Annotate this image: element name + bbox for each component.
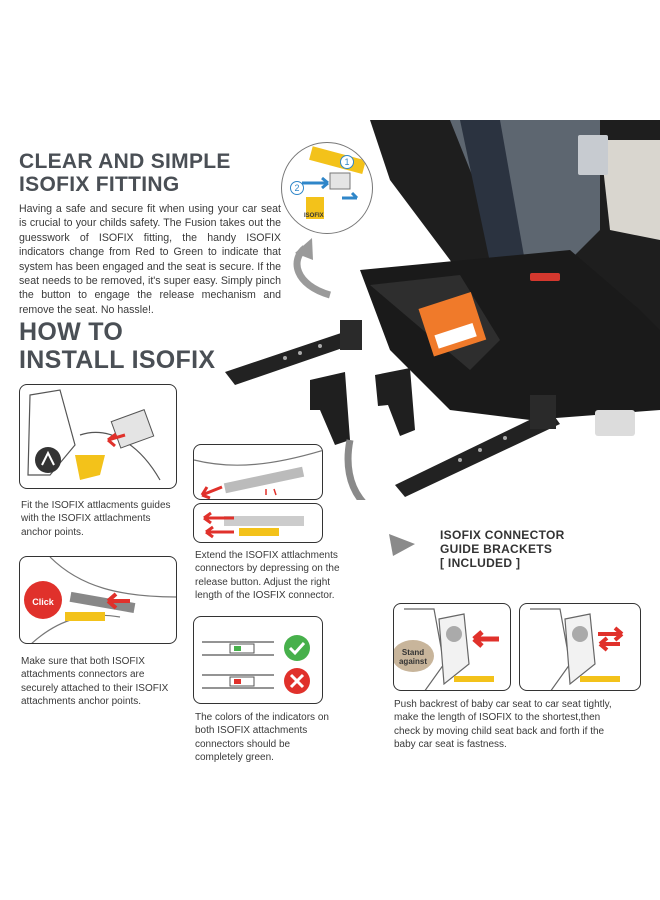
isofix-arm-left (225, 320, 362, 385)
isofix-badge-circle: 1 2 ISOFIX (281, 142, 373, 234)
step5-illustration-left (404, 608, 499, 690)
section1-body: Having a safe and secure fit when using … (19, 203, 281, 316)
seat-label-sticker (578, 135, 608, 175)
click-callout: Click (24, 581, 62, 619)
section2-title: HOW TO INSTALL ISOFIX (19, 318, 215, 374)
step1-caption: Fit the ISOFIX attlacments guides with t… (21, 500, 171, 538)
badge-number-2: 2 (290, 181, 304, 195)
guide-bracket-left (310, 372, 350, 445)
step4-illustration (202, 635, 310, 694)
step3-illustration-bottom (203, 511, 304, 539)
step1-illustration (27, 389, 161, 481)
step3-panel-bottom (193, 503, 323, 543)
section1-title-line2: ISOFIX FITTING (19, 173, 180, 196)
badge-isofix-label: ISOFIX (304, 213, 324, 219)
step5-illustration-right (530, 608, 624, 690)
badge-number-1: 1 (340, 155, 354, 169)
section1-title-line1: CLEAR AND SIMPLE (19, 150, 231, 173)
stand-against-callout: Stand against (394, 640, 434, 672)
stand-against-label: Stand against (398, 648, 427, 666)
red-indicator (530, 273, 560, 281)
step5-caption: Push backrest of baby car seat to car se… (394, 699, 612, 751)
step4-panel (193, 616, 323, 704)
step3-caption: Extend the ISOFIX attlachments connector… (195, 550, 340, 602)
step1-panel (19, 384, 177, 489)
step2-panel: Click (19, 556, 177, 644)
section1-title: CLEAR AND SIMPLE ISOFIX FITTING (19, 150, 231, 196)
release-button-grey (595, 410, 635, 436)
step3-illustration-top (194, 449, 322, 499)
step4-caption: The colors of the indicators on both ISO… (195, 712, 329, 764)
isofix-arm-right (395, 395, 635, 497)
curved-arrow-head-down (389, 534, 415, 556)
step5-panel-left: Stand against (393, 603, 511, 691)
section2-title-line2: INSTALL ISOFIX (19, 346, 216, 374)
orange-warning-sticker (418, 291, 487, 357)
step2-caption: Make sure that both ISOFIX attachments c… (21, 656, 169, 708)
curved-arrow-down (344, 439, 366, 500)
check-icon (284, 635, 310, 661)
click-callout-label: Click (32, 597, 54, 607)
section2-title-line1: HOW TO (19, 318, 124, 346)
guide-bracket-right (375, 368, 415, 436)
step5-panel-right (519, 603, 641, 691)
brackets-heading-line1: ISOFIX CONNECTOR (440, 528, 565, 542)
step2-illustration (31, 557, 176, 643)
car-seat-base-illustration (225, 120, 660, 500)
step3-panel-top (193, 444, 323, 500)
brackets-heading: ISOFIX CONNECTOR GUIDE BRACKETS [ INCLUD… (440, 528, 565, 570)
brackets-heading-line3: [ INCLUDED ] (440, 556, 521, 570)
brackets-heading-line2: GUIDE BRACKETS (440, 542, 553, 556)
seat-fabric-light (600, 140, 660, 240)
